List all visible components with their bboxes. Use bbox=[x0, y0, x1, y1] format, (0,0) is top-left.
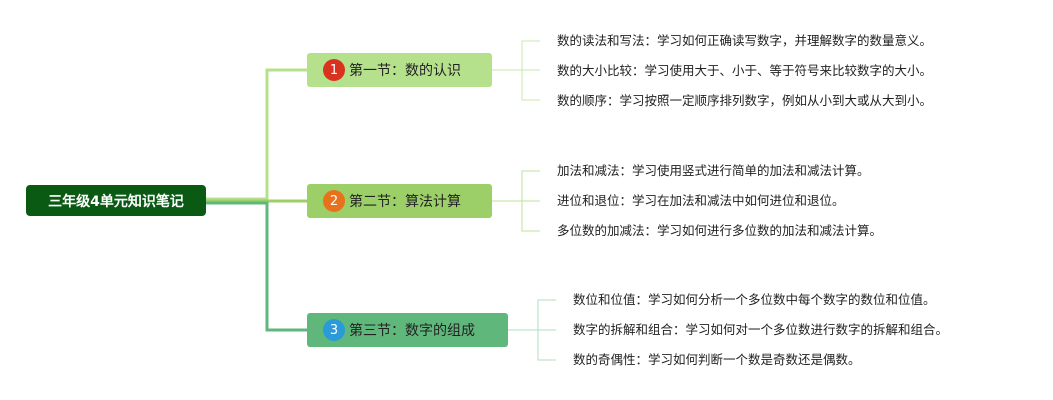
section-1-item-2[interactable]: 数的大小比较：学习使用大于、小于、等于符号来比较数字的大小。 bbox=[557, 63, 933, 78]
section-node-3[interactable]: 3 第三节：数字的组成 bbox=[307, 313, 508, 347]
section-2-title: 第二节：算法计算 bbox=[349, 194, 461, 210]
root-topic-label: 三年级4单元知识笔记 bbox=[48, 193, 184, 210]
section-node-1[interactable]: 1 第一节：数的认识 bbox=[307, 53, 492, 87]
section-2-item-1[interactable]: 加法和减法：学习使用竖式进行简单的加法和减法计算。 bbox=[557, 163, 870, 178]
number-badge-1-icon: 1 bbox=[323, 59, 345, 81]
section-1-item-1[interactable]: 数的读法和写法：学习如何正确读写数字，并理解数字的数量意义。 bbox=[557, 33, 933, 48]
section-node-2[interactable]: 2 第二节：算法计算 bbox=[307, 184, 492, 218]
section-1-title: 第一节：数的认识 bbox=[349, 63, 461, 79]
connector-root-section-1 bbox=[206, 68, 307, 201]
section-2-item-3[interactable]: 多位数的加减法：学习如何进行多位数的加法和减法计算。 bbox=[557, 223, 883, 238]
section-3-item-1[interactable]: 数位和位值：学习如何分析一个多位数中每个数字的数位和位值。 bbox=[573, 292, 936, 307]
root-topic[interactable]: 三年级4单元知识笔记 bbox=[26, 185, 206, 216]
section-3-title: 第三节：数字的组成 bbox=[349, 323, 475, 339]
section-1-item-3[interactable]: 数的顺序：学习按照一定顺序排列数字，例如从小到大或从大到小。 bbox=[557, 93, 933, 108]
section-3-item-3[interactable]: 数的奇偶性：学习如何判断一个数是奇数还是偶数。 bbox=[573, 352, 861, 367]
section-3-item-2[interactable]: 数字的拆解和组合：学习如何对一个多位数进行数字的拆解和组合。 bbox=[573, 322, 949, 337]
section-2-item-2[interactable]: 进位和退位：学习在加法和减法中如何进位和退位。 bbox=[557, 193, 845, 208]
connector-root-section-3 bbox=[206, 201, 307, 332]
number-badge-3-icon: 3 bbox=[323, 319, 345, 341]
number-badge-2-icon: 2 bbox=[323, 190, 345, 212]
